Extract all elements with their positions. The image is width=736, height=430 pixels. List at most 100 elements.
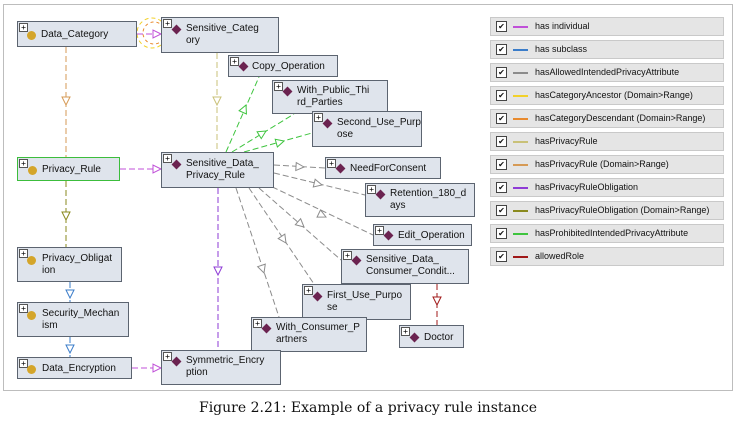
legend-checkbox[interactable]: ✔ [496, 90, 507, 101]
legend-item[interactable]: ✔hasAllowedIntendedPrivacyAttribute [490, 63, 724, 82]
legend-checkbox[interactable]: ✔ [496, 159, 507, 170]
legend-item[interactable]: ✔hasCategoryDescendant (Domain>Range) [490, 109, 724, 128]
edge-allowed-consent-arrowhead [295, 161, 306, 172]
legend-item[interactable]: ✔hasCategoryAncestor (Domain>Range) [490, 86, 724, 105]
legend-swatch [513, 95, 528, 97]
legend-label: hasPrivacyRule [535, 136, 598, 146]
individual-icon [375, 189, 386, 200]
node-label: Retention_180_d ays [390, 188, 467, 211]
legend-item[interactable]: ✔hasPrivacyRule (Domain>Range) [490, 155, 724, 174]
edge-allowed-edit-arrowhead [316, 208, 328, 218]
legend-swatch [513, 233, 528, 235]
node-copy-operation[interactable]: + Copy_Operation [228, 55, 338, 77]
expand-icon[interactable]: + [19, 249, 28, 258]
legend-checkbox[interactable]: ✔ [496, 136, 507, 147]
legend-swatch [513, 187, 528, 189]
individual-icon [409, 332, 420, 343]
node-label: Sensitive_Categ ory [186, 23, 259, 46]
edge-obligation-dr-arrowhead [61, 211, 71, 222]
node-data-encryption[interactable]: + Data_Encryption [17, 357, 132, 379]
edge-allowed-first-use-arrowhead [277, 233, 287, 244]
expand-icon[interactable]: + [314, 113, 323, 122]
legend-label: allowedRole [535, 251, 585, 261]
legend-label: has subclass [535, 44, 588, 54]
legend-label: has individual [535, 21, 590, 31]
node-symmetric-encryption[interactable]: + Symmetric_Encry ption [161, 350, 281, 385]
node-label: Security_Mechan ism [42, 308, 120, 331]
expand-icon[interactable]: + [230, 57, 239, 66]
expand-icon[interactable]: + [19, 159, 28, 168]
class-icon [27, 31, 36, 40]
legend-checkbox[interactable]: ✔ [496, 251, 507, 262]
node-label: First_Use_Purpo se [327, 290, 403, 313]
legend-item[interactable]: ✔hasPrivacyRuleObligation (Domain>Range) [490, 201, 724, 220]
expand-icon[interactable]: + [327, 159, 336, 168]
class-icon [27, 311, 36, 320]
individual-icon [171, 159, 182, 170]
expand-icon[interactable]: + [401, 327, 410, 336]
node-doctor[interactable]: + Doctor [399, 325, 464, 348]
individual-icon [322, 118, 333, 129]
expand-icon[interactable]: + [19, 304, 28, 313]
node-label: Data_Encryption [42, 363, 116, 374]
expand-icon[interactable]: + [19, 359, 28, 368]
expand-icon[interactable]: + [163, 352, 172, 361]
legend-item[interactable]: ✔ has individual [490, 17, 724, 36]
expand-icon[interactable]: + [367, 185, 376, 194]
individual-icon [383, 230, 394, 241]
edge-prohibited-copy [225, 76, 260, 153]
legend-item[interactable]: ✔hasProhibitedIntendedPrivacyAttribute [490, 224, 724, 243]
node-first-use-purpose[interactable]: + First_Use_Purpo se [302, 284, 411, 320]
expand-icon[interactable]: + [274, 82, 283, 91]
node-need-for-consent[interactable]: + NeedForConsent [325, 157, 441, 179]
node-privacy-obligation[interactable]: + Privacy_Obligat ion [17, 247, 122, 282]
node-label: Copy_Operation [252, 61, 325, 72]
legend-item[interactable]: ✔hasPrivacyRuleObligation [490, 178, 724, 197]
legend-swatch [513, 210, 528, 212]
legend-checkbox[interactable]: ✔ [496, 205, 507, 216]
ontology-graph-panel: + Data_Category + Sensitive_Categ ory + … [3, 4, 733, 391]
node-label: Second_Use_Purp ose [337, 117, 421, 140]
node-with-public-third-parties[interactable]: + With_Public_Thi rd_Parties [272, 80, 388, 114]
edge-allowed-consumer-condit-arrowhead [294, 217, 305, 228]
node-label: NeedForConsent [350, 163, 427, 174]
individual-icon [171, 24, 182, 35]
expand-icon[interactable]: + [163, 154, 172, 163]
legend-checkbox[interactable]: ✔ [496, 228, 507, 239]
node-label: Privacy_Obligat ion [42, 253, 113, 276]
legend-checkbox[interactable]: ✔ [496, 21, 507, 32]
node-edit-operation[interactable]: + Edit_Operation [373, 224, 472, 246]
expand-icon[interactable]: + [253, 319, 262, 328]
edge-subclass-security-arrowhead [65, 289, 75, 300]
legend-checkbox[interactable]: ✔ [496, 113, 507, 124]
legend-checkbox[interactable]: ✔ [496, 67, 507, 78]
legend-swatch [513, 164, 528, 166]
legend-checkbox[interactable]: ✔ [496, 44, 507, 55]
expand-icon[interactable]: + [343, 251, 352, 260]
edge-allowed-consumer-partners-arrowhead [256, 263, 266, 275]
node-security-mechanism[interactable]: + Security_Mechan ism [17, 302, 129, 337]
legend-item[interactable]: ✔ has subclass [490, 40, 724, 59]
node-sensitive-category[interactable]: + Sensitive_Categ ory [161, 17, 279, 53]
individual-icon [351, 255, 362, 266]
edge-has-individual-rule-arrowhead [152, 164, 163, 174]
node-data-category[interactable]: + Data_Category [17, 21, 137, 47]
expand-icon[interactable]: + [19, 23, 28, 32]
class-icon [27, 256, 36, 265]
legend-swatch [513, 49, 528, 51]
node-privacy-rule[interactable]: + Privacy_Rule [17, 157, 120, 181]
node-sensitive-data-privacy-rule[interactable]: + Sensitive_Data_ Privacy_Rule [161, 152, 274, 188]
individual-icon [312, 291, 323, 302]
expand-icon[interactable]: + [163, 19, 172, 28]
expand-icon[interactable]: + [304, 286, 313, 295]
legend-item[interactable]: ✔ hasPrivacyRule [490, 132, 724, 151]
legend-checkbox[interactable]: ✔ [496, 182, 507, 193]
individual-icon [282, 86, 293, 97]
legend-item[interactable]: ✔ allowedRole [490, 247, 724, 266]
node-with-consumer-partners[interactable]: + With_Consumer_P artners [251, 317, 367, 352]
node-sensitive-data-consumer-condit[interactable]: + Sensitive_Data_ Consumer_Condit... [341, 249, 469, 284]
expand-icon[interactable]: + [375, 226, 384, 235]
node-second-use-purpose[interactable]: + Second_Use_Purp ose [312, 111, 422, 147]
edge-allowed-edit [263, 182, 374, 236]
node-retention-180-days[interactable]: + Retention_180_d ays [365, 183, 475, 217]
